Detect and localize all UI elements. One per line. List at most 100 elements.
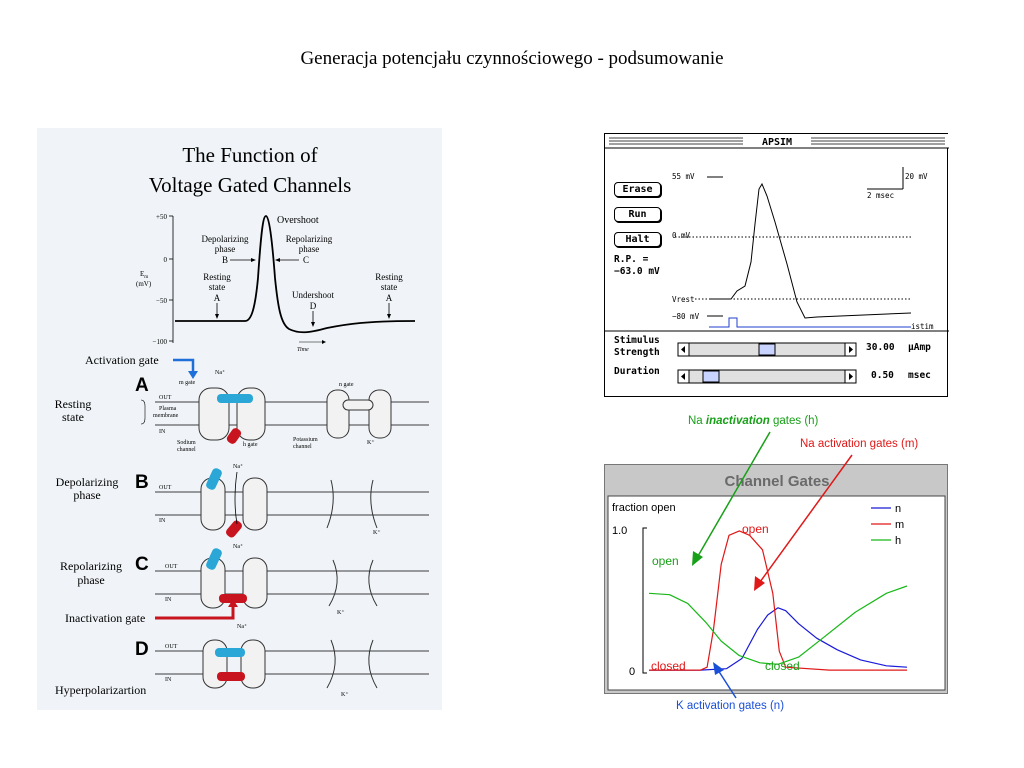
y-tick-plus50: +50 xyxy=(156,213,167,221)
rp-label-1: R.P. = xyxy=(614,254,649,265)
panel-a-label-2: state xyxy=(62,410,84,424)
panel-c-label-1: Repolarizing xyxy=(60,559,122,573)
scale-ms: 2 msec xyxy=(867,191,894,200)
panel-c-letter: C xyxy=(135,554,149,575)
label-closed-m: closed xyxy=(651,659,686,673)
repolarizing-label-2: phase xyxy=(299,244,320,254)
label-open-h: open xyxy=(652,554,679,568)
stimulus-label-2: Strength xyxy=(614,347,660,358)
resting-right-1: Resting xyxy=(375,272,403,282)
stimulus-label-1: Stimulus xyxy=(614,335,660,346)
duration-value: 0.50 xyxy=(871,370,894,381)
h-gate-closed xyxy=(219,594,247,603)
svg-text:Potassium: Potassium xyxy=(293,437,318,443)
duration-label: Duration xyxy=(614,366,660,377)
halt-button[interactable]: Halt xyxy=(614,232,661,247)
svg-text:K⁺: K⁺ xyxy=(367,439,375,446)
svg-text:Na⁺: Na⁺ xyxy=(233,463,243,470)
label-closed-h: closed xyxy=(765,659,800,673)
m-gate-closed-d xyxy=(215,648,245,657)
apsim-trace-plot xyxy=(675,167,912,328)
svg-text:channel: channel xyxy=(177,447,196,453)
h-gate-open xyxy=(226,428,242,444)
svg-text:K⁺: K⁺ xyxy=(373,529,381,536)
svg-text:n gate: n gate xyxy=(339,382,354,388)
resting-left-1: Resting xyxy=(203,272,231,282)
panel-b: B Depolarizing phase OUT IN Na⁺ K⁺ xyxy=(56,463,429,538)
svg-text:h gate: h gate xyxy=(243,442,258,448)
duration-slider-thumb[interactable] xyxy=(702,370,720,383)
svg-text:OUT: OUT xyxy=(165,564,178,570)
gates-y-axis xyxy=(642,527,647,674)
panel-c-label-2: phase xyxy=(77,573,104,587)
svg-text:OUT: OUT xyxy=(159,395,172,401)
legend-m: m xyxy=(895,519,904,531)
svg-text:channel: channel xyxy=(293,444,312,450)
panel-b-label-2: phase xyxy=(73,488,100,502)
gate-curve-n xyxy=(649,607,908,671)
resting-right-2: state xyxy=(381,282,398,292)
figure-title-line1: The Function of xyxy=(182,143,317,167)
svg-text:K⁺: K⁺ xyxy=(337,609,345,616)
label-0mv: 0 mV xyxy=(672,231,691,240)
svg-text:Sodium: Sodium xyxy=(177,440,196,446)
channel-gates-window: Channel Gates fraction open 1.0 0 n m h … xyxy=(604,464,948,694)
svg-text:Na⁺: Na⁺ xyxy=(237,623,247,630)
gates-y-tick-top: 1.0 xyxy=(612,525,627,537)
label-55mv: 55 mV xyxy=(672,172,695,181)
action-potential-graph: +50 0 −50 −100 Em (mV) Time Overshoot De… xyxy=(136,213,416,353)
svg-text:OUT: OUT xyxy=(165,644,178,650)
apsim-window: APSIM 55 mV 0 mV Vrest −80 mV istim 20 m… xyxy=(604,133,949,397)
svg-text:Plasma: Plasma xyxy=(159,406,177,412)
panel-a-letter: A xyxy=(135,375,149,396)
slide-title: Generacja potencjału czynnościowego - po… xyxy=(300,48,724,69)
channel-gates-title: Channel Gates xyxy=(724,473,829,490)
apsim-window-title: APSIM xyxy=(762,137,792,148)
label-minus80mv: −80 mV xyxy=(672,312,700,321)
na-activation-annotation: Na activation gates (m) xyxy=(800,438,919,450)
label-istim: istim xyxy=(911,322,934,331)
gate-curve-h xyxy=(648,585,908,665)
gates-y-label: fraction open xyxy=(612,502,676,514)
h-gate-closed-d xyxy=(217,672,245,681)
svg-text:membrane: membrane xyxy=(153,413,179,419)
gates-y-tick-bottom: 0 xyxy=(629,666,635,678)
panel-b-label-1: Depolarizing xyxy=(56,475,119,489)
duration-slider[interactable] xyxy=(677,369,857,384)
svg-text:OUT: OUT xyxy=(159,485,172,491)
gates-legend: n m h xyxy=(871,503,904,547)
na-inactivation-annotation: Na inactivation gates (h) xyxy=(688,415,819,427)
stimulus-slider-thumb[interactable] xyxy=(758,343,776,356)
voltage-gated-channels-figure: The Function of Voltage Gated Channels +… xyxy=(37,128,442,710)
run-button[interactable]: Run xyxy=(614,207,661,222)
inactivation-gate-arrow xyxy=(155,606,235,620)
k-activation-annotation: K activation gates (n) xyxy=(676,700,785,712)
scale-mv: 20 mV xyxy=(905,172,928,181)
stimulus-trace xyxy=(709,317,911,328)
panel-d: D Hyperpolarizartion OUT IN Na⁺ K⁺ xyxy=(55,623,429,698)
svg-text:IN: IN xyxy=(165,597,172,603)
membrane-potential-trace xyxy=(709,182,912,319)
svg-text:IN: IN xyxy=(165,677,172,683)
resting-left-letter: A xyxy=(214,293,221,303)
activation-gate-label: Activation gate xyxy=(85,353,159,367)
panel-c: C Repolarizing phase OUT IN Na⁺ K⁺ xyxy=(60,543,429,616)
depolarizing-letter: B xyxy=(222,255,228,265)
panel-b-letter: B xyxy=(135,472,149,493)
panel-a: A Resting state OUT IN Plasma membrane m… xyxy=(55,369,429,453)
depolarizing-label-1: Depolarizing xyxy=(202,234,249,244)
svg-text:K⁺: K⁺ xyxy=(341,691,349,698)
erase-button[interactable]: Erase xyxy=(614,182,661,197)
stimulus-slider[interactable] xyxy=(677,342,857,357)
label-open-m: open xyxy=(742,522,769,536)
repolarizing-label-1: Repolarizing xyxy=(286,234,333,244)
svg-text:IN: IN xyxy=(159,518,166,524)
y-axis-label: Em xyxy=(140,270,148,280)
svg-text:Na⁺: Na⁺ xyxy=(233,543,243,550)
undershoot-label: Undershoot xyxy=(292,290,334,300)
resting-right-letter: A xyxy=(386,293,393,303)
m-gate-closed xyxy=(217,394,253,403)
legend-n: n xyxy=(895,503,901,515)
svg-text:IN: IN xyxy=(159,429,166,435)
resting-left-2: state xyxy=(209,282,226,292)
